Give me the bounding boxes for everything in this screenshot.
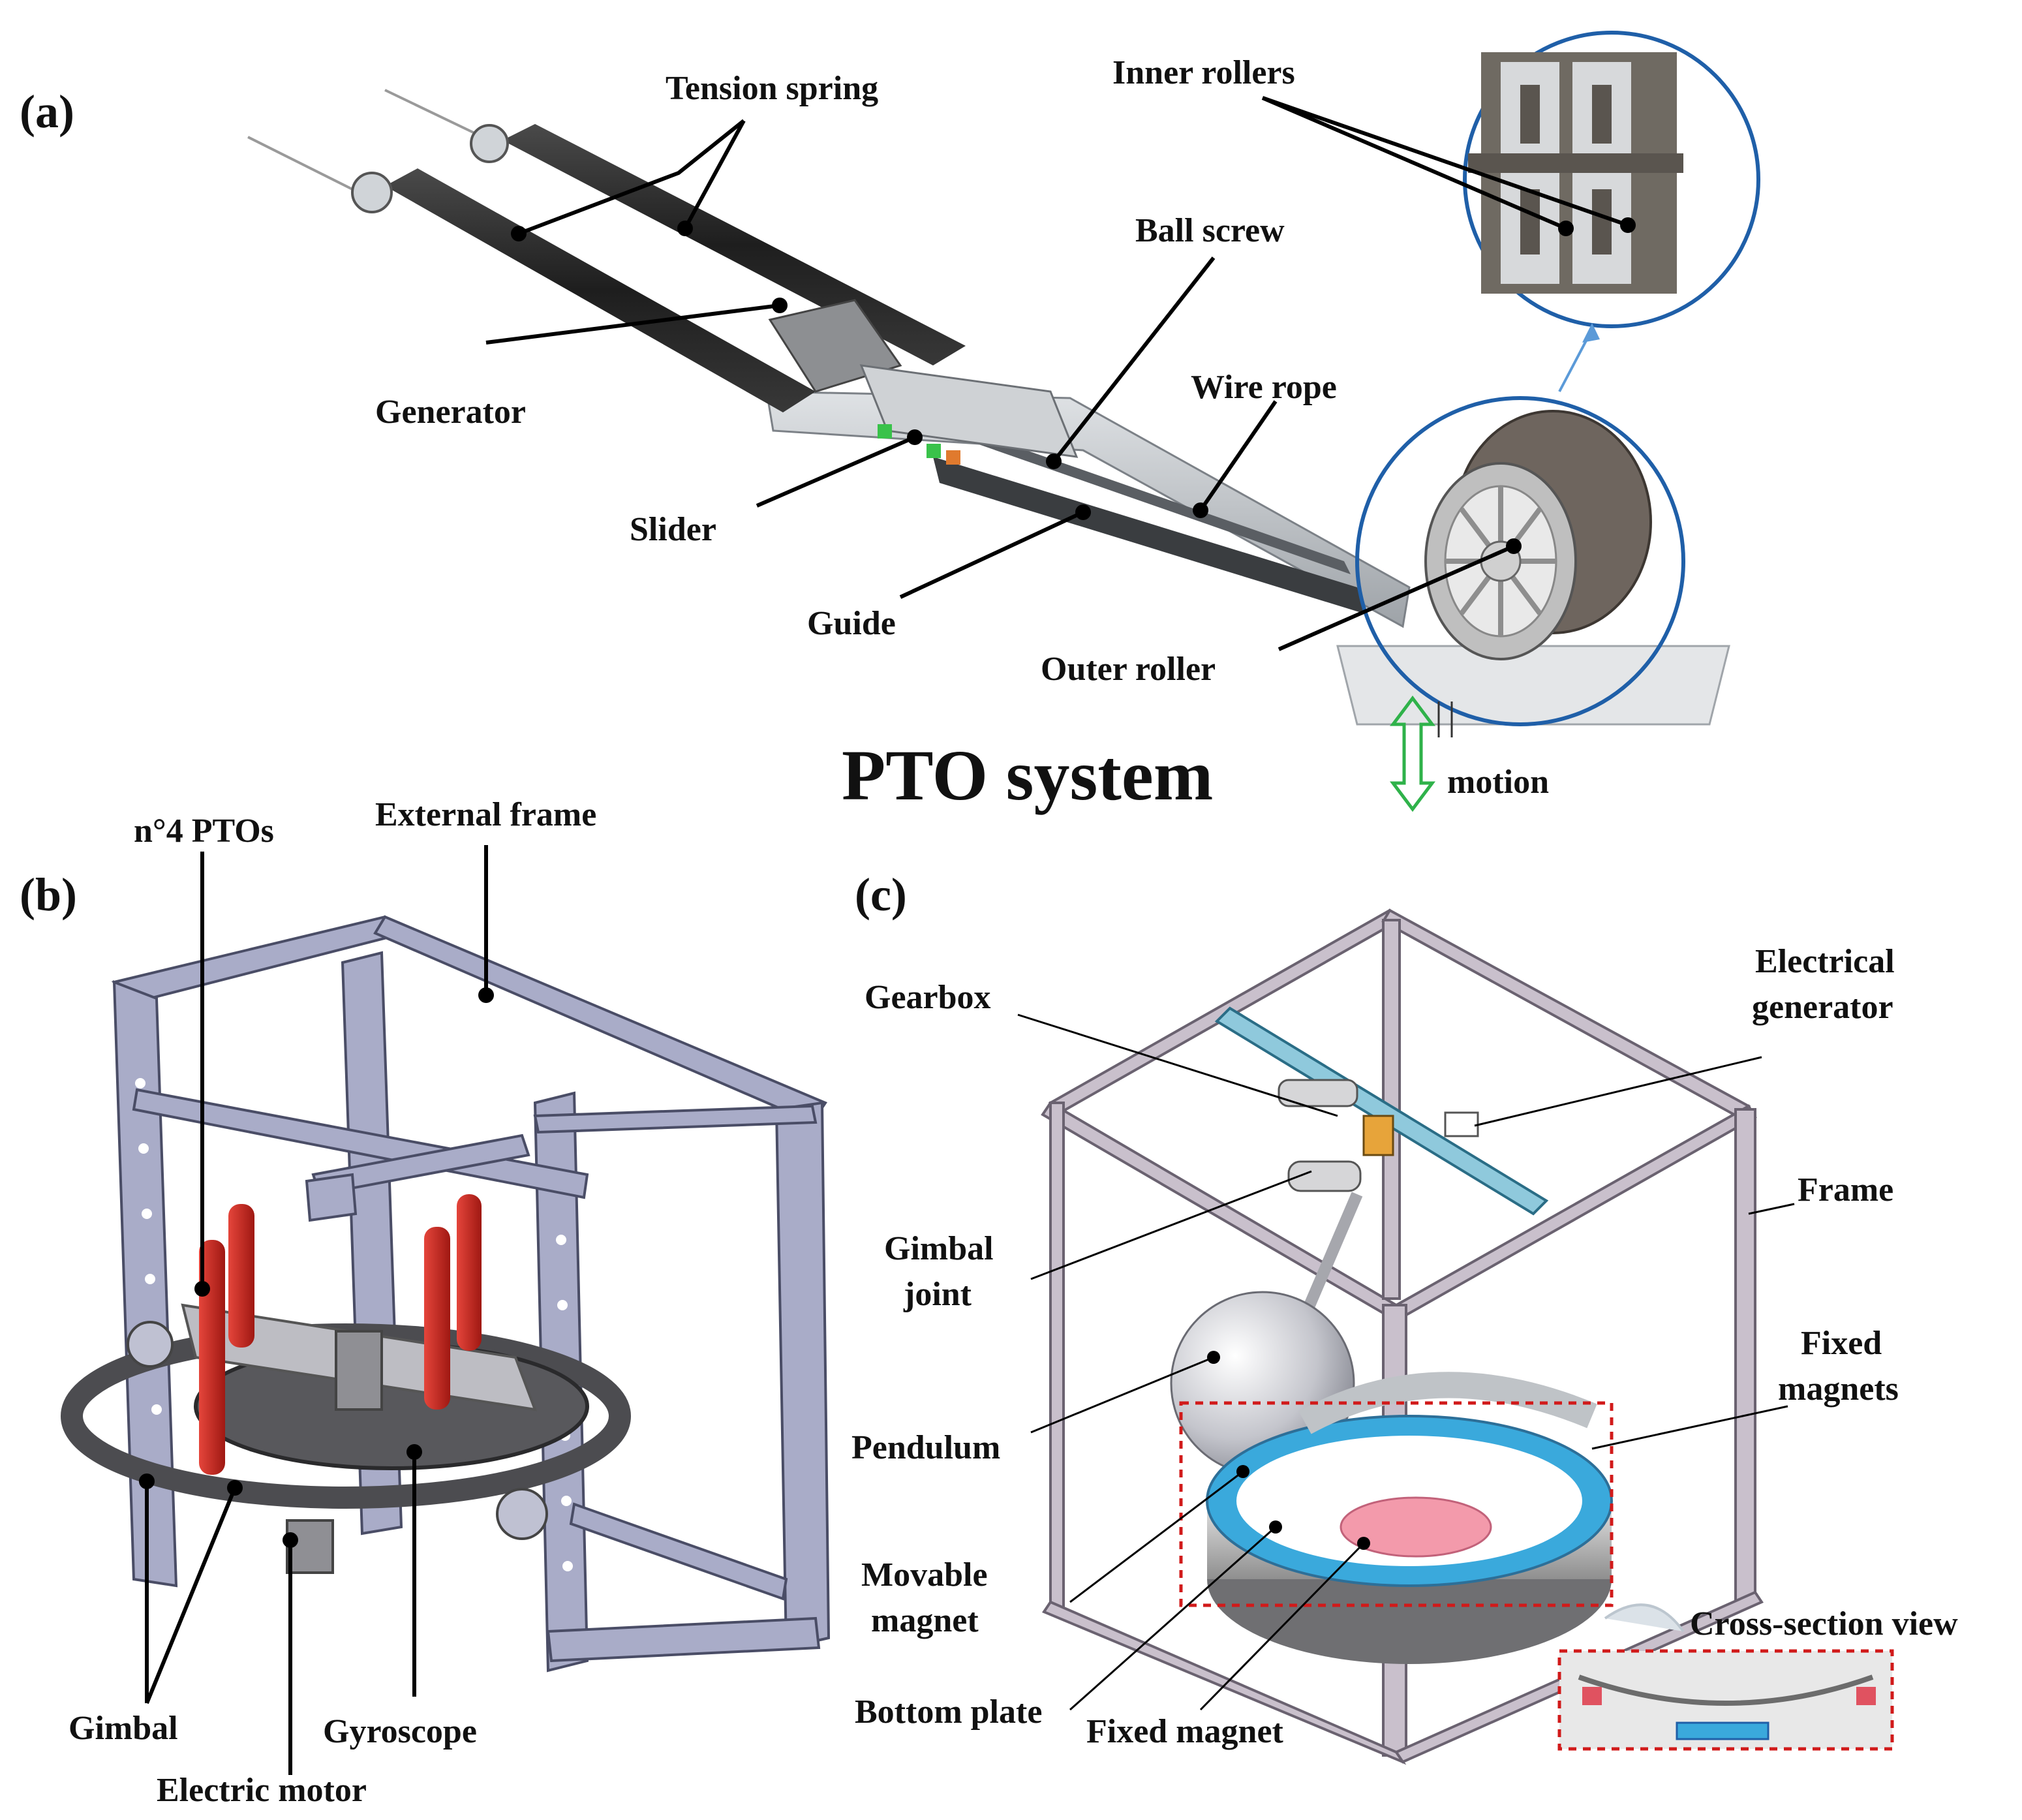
label-slider: Slider bbox=[630, 511, 716, 548]
label-fixed-magnet: Fixed magnet bbox=[1086, 1713, 1284, 1750]
label-gearbox: Gearbox bbox=[865, 979, 991, 1016]
label-generator-a: Generator bbox=[375, 393, 526, 431]
label-motion: motion bbox=[1447, 763, 1549, 801]
label-fixed: Fixed bbox=[1801, 1325, 1882, 1362]
cross-section-inset bbox=[1557, 1603, 1894, 1751]
label-magnet: magnet bbox=[871, 1602, 979, 1639]
label-movable: Movable bbox=[861, 1556, 988, 1594]
leaders-a bbox=[485, 96, 1636, 651]
label-generator-c: generator bbox=[1752, 989, 1893, 1026]
panel-c-tag: (c) bbox=[855, 869, 907, 921]
panel-c: (c) bbox=[851, 869, 1958, 1765]
label-bottom-plate: Bottom plate bbox=[855, 1693, 1042, 1731]
panel-a-tag: (a) bbox=[20, 85, 74, 138]
label-gyroscope: Gyroscope bbox=[323, 1713, 477, 1750]
gimbal-ring bbox=[61, 1303, 631, 1574]
panel-a: (a) bbox=[20, 31, 1760, 815]
label-inner-rollers: Inner rollers bbox=[1112, 54, 1295, 91]
rail-assembly bbox=[765, 390, 1411, 628]
outer-roller-highlight bbox=[1355, 396, 1685, 726]
label-electric-motor: Electric motor bbox=[157, 1772, 367, 1809]
label-outer-roller: Outer roller bbox=[1041, 651, 1216, 688]
motion-arrow bbox=[1390, 695, 1453, 812]
leaders-b bbox=[139, 845, 494, 1775]
label-tension-spring: Tension spring bbox=[666, 70, 878, 107]
leaders-c bbox=[1017, 1013, 1795, 1711]
inner-rollers-zoom bbox=[1463, 31, 1760, 328]
label-pendulum: Pendulum bbox=[851, 1429, 1000, 1466]
label-joint: joint bbox=[903, 1276, 972, 1313]
pto-system-title: PTO system bbox=[842, 735, 1213, 815]
label-frame: Frame bbox=[1798, 1171, 1893, 1209]
panel-b: (b) bbox=[20, 796, 831, 1809]
label-gimbal-c: Gimbal bbox=[884, 1230, 994, 1267]
label-electrical: Electrical bbox=[1755, 943, 1895, 980]
panel-b-tag: (b) bbox=[20, 869, 77, 921]
label-ball-screw: Ball screw bbox=[1135, 212, 1285, 249]
pto-rods bbox=[199, 1194, 482, 1475]
label-external-frame: External frame bbox=[375, 796, 596, 833]
magnets-dashed-box bbox=[1179, 1401, 1614, 1607]
magnet-bowl bbox=[1206, 1372, 1613, 1664]
outer-roller bbox=[1336, 410, 1730, 726]
label-cross-section: Cross-section view bbox=[1690, 1605, 1958, 1643]
label-magnets: magnets bbox=[1778, 1370, 1899, 1408]
label-gimbal-b: Gimbal bbox=[69, 1710, 178, 1747]
gearbox-assembly bbox=[1214, 1006, 1549, 1216]
label-guide: Guide bbox=[807, 605, 896, 642]
label-ptos: n°4 PTOs bbox=[134, 812, 274, 850]
label-wire-rope: Wire rope bbox=[1191, 369, 1337, 406]
